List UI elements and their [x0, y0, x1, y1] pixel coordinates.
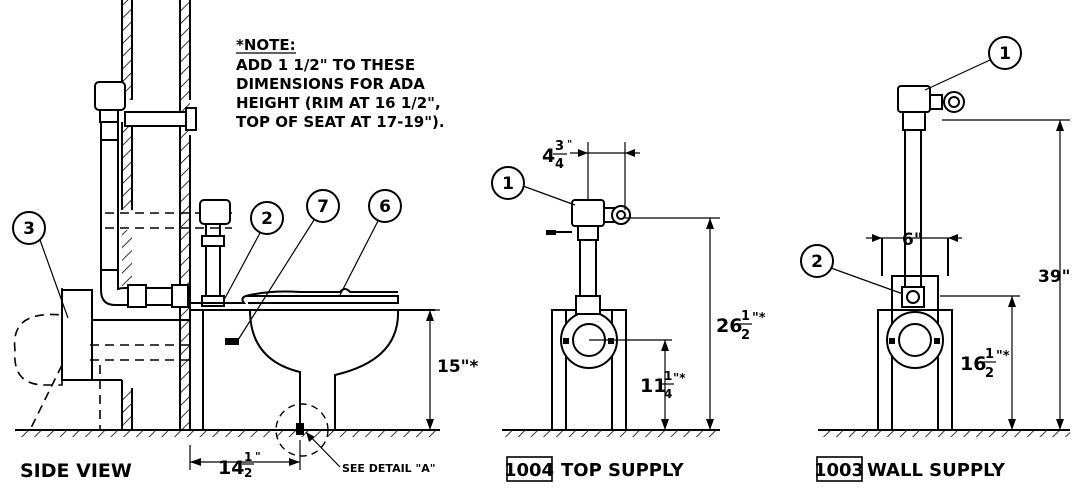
dimension-16-half: 16 1 2 "*: [940, 295, 1020, 430]
svg-text:"*: "*: [673, 371, 686, 385]
svg-text:"*: "*: [996, 349, 1010, 364]
note-line-1: ADD 1 1/2" TO THESE: [236, 56, 415, 74]
svg-text:1: 1: [985, 347, 994, 362]
side-view-title: SIDE VIEW: [20, 460, 132, 482]
svg-text:4: 4: [664, 387, 672, 401]
note-line-3: HEIGHT (RIM AT 16 1/2",: [236, 94, 441, 112]
callout-2-wall: 2: [800, 244, 904, 295]
top-supply-flushometer: [546, 199, 631, 315]
model-1003: 1003: [814, 460, 864, 481]
wall-supply-bowl: [877, 275, 953, 431]
callout-1-wall: 1: [924, 36, 1022, 91]
wall-supply-label: WALL SUPPLY: [867, 460, 1006, 481]
dimension-26-half: 26 1 2 "*: [625, 217, 766, 430]
svg-text:1: 1: [741, 309, 750, 324]
svg-text:1: 1: [999, 44, 1011, 64]
svg-text:2: 2: [244, 466, 252, 480]
wall-supply-view: 1 2 6" 39" 16 1: [800, 36, 1071, 482]
side-view: 3 2 7 6 15"*: [12, 0, 479, 482]
dim-39-label: 39": [1038, 267, 1071, 287]
side-upper-flushometer: [94, 81, 197, 308]
svg-text:2: 2: [741, 328, 750, 343]
dimension-6in: 6": [866, 230, 962, 250]
note-line-2: DIMENSIONS FOR ADA: [236, 75, 425, 93]
svg-text:3: 3: [555, 139, 564, 154]
dimension-11-quarter: 11 1 4 "*: [589, 339, 686, 430]
svg-text:2: 2: [811, 252, 823, 272]
dimension-14-half: 14 1 2 " SEE DETAIL "A": [189, 431, 436, 480]
note-heading: *NOTE:: [236, 36, 296, 54]
svg-text:11: 11: [640, 375, 666, 397]
callout-7: 7: [237, 189, 340, 341]
callout-1-top: 1: [491, 166, 576, 206]
top-supply-view: 1 4 3 4 " 26 1 2 "*: [491, 139, 766, 482]
svg-text:4: 4: [555, 157, 564, 172]
water-closet-bowl: [189, 288, 435, 457]
top-supply-label: TOP SUPPLY: [561, 460, 685, 481]
waste-piping-hidden: [13, 288, 190, 431]
svg-text:2: 2: [261, 209, 273, 229]
top-supply-title: 1004 TOP SUPPLY: [504, 456, 685, 482]
dim-15-label: 15"*: [437, 357, 479, 377]
dimension-4-3-4: 4 3 4 ": [542, 139, 640, 210]
ada-note: *NOTE: ADD 1 1/2" TO THESE DIMENSIONS FO…: [236, 36, 445, 131]
dimension-15in: 15"*: [400, 309, 479, 430]
svg-text:2: 2: [985, 366, 994, 381]
svg-text:4: 4: [542, 145, 555, 167]
svg-text:": ": [255, 450, 261, 463]
note-line-4: TOP OF SEAT AT 17-19").: [236, 113, 445, 131]
floor-line: [15, 429, 440, 437]
svg-text:6: 6: [379, 197, 391, 217]
callout-3: 3: [12, 211, 69, 319]
svg-text:26: 26: [716, 315, 742, 337]
svg-text:16: 16: [960, 353, 986, 375]
svg-text:3: 3: [23, 219, 35, 239]
svg-text:": ": [567, 139, 572, 150]
dim-6-label: 6": [902, 230, 923, 250]
wall-supply-flushometer: [881, 85, 965, 287]
svg-text:14: 14: [218, 457, 244, 479]
see-detail-label: SEE DETAIL "A": [342, 462, 436, 475]
svg-text:"*: "*: [752, 311, 766, 326]
callout-2: 2: [223, 201, 284, 301]
svg-text:7: 7: [317, 197, 329, 217]
wall-supply-title: 1003 WALL SUPPLY: [814, 456, 1006, 482]
callout-6: 6: [339, 189, 402, 296]
dimension-39in: 39": [942, 119, 1071, 430]
top-supply-bowl: [551, 309, 627, 431]
svg-text:1: 1: [664, 369, 672, 383]
svg-text:1: 1: [502, 174, 514, 194]
side-lower-flushometer: [199, 199, 231, 307]
model-1004: 1004: [504, 460, 554, 481]
svg-text:1: 1: [244, 450, 252, 464]
